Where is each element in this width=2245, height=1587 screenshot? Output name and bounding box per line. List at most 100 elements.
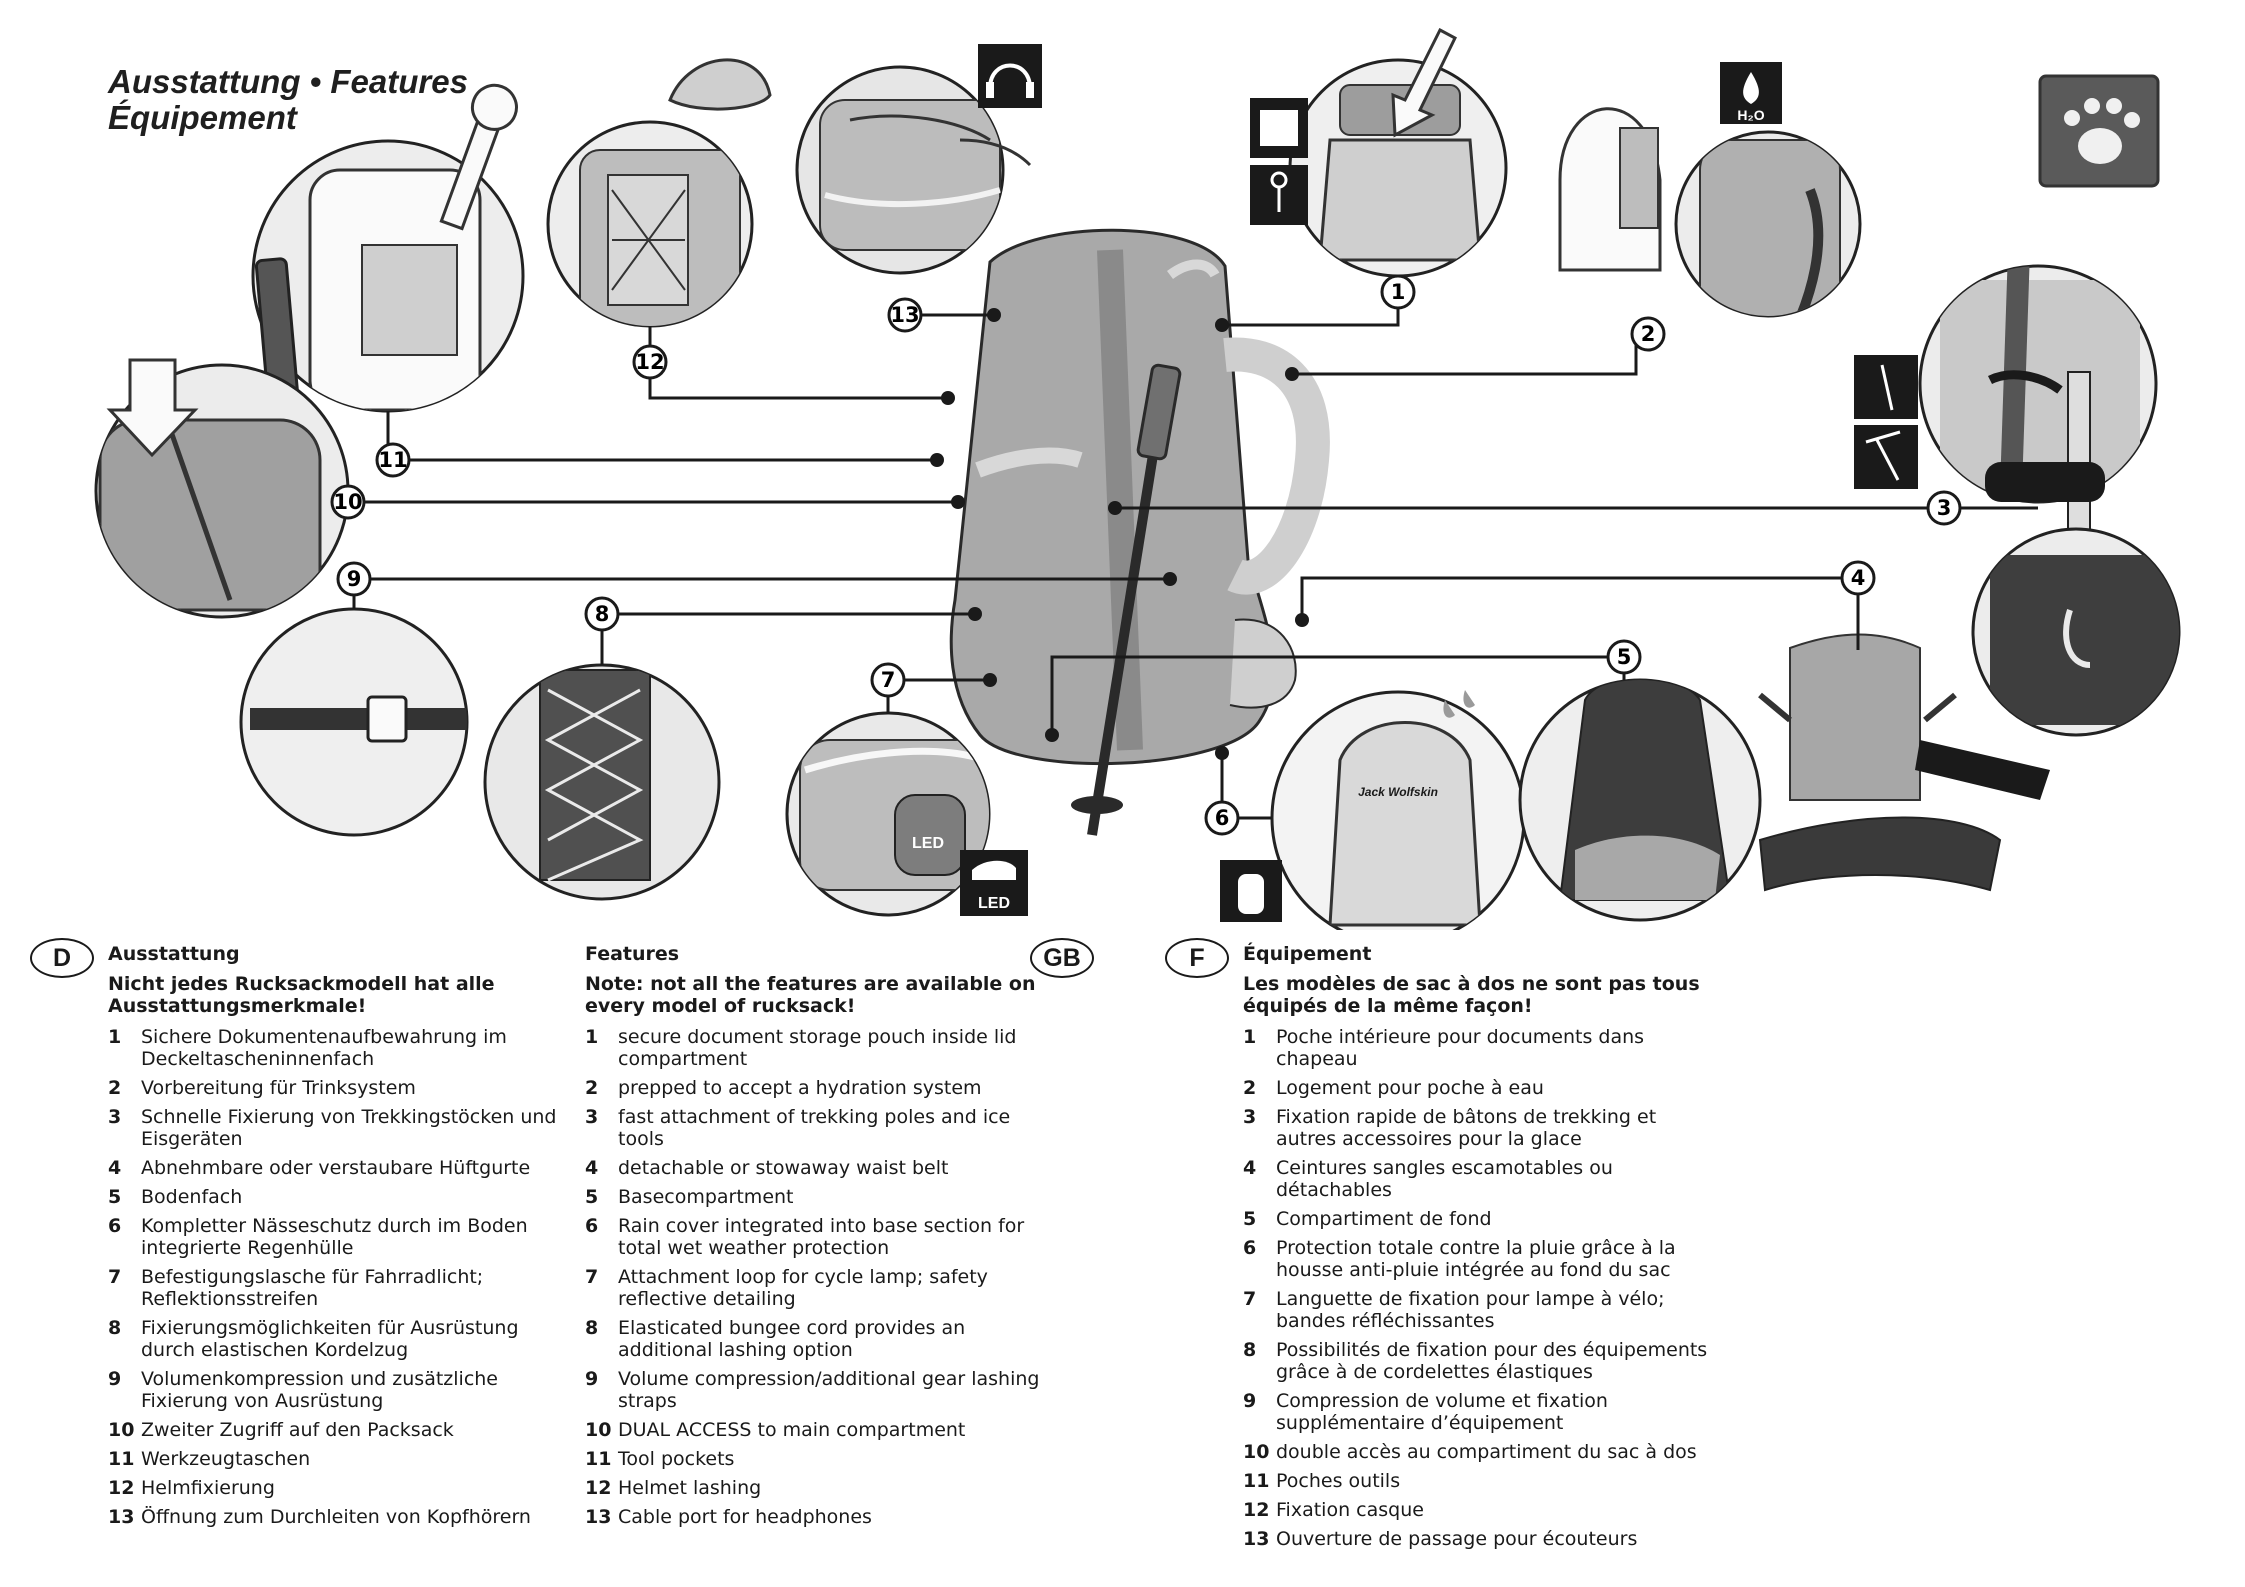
svg-text:6: 6 [1215, 806, 1230, 830]
backpack-feature-diagram: LED LED [94, 27, 2181, 930]
circle-detail-9 [239, 607, 469, 837]
raincover-icon [1220, 860, 1282, 922]
language-badge-fr: F [1165, 938, 1229, 978]
svg-text:H₂O: H₂O [1737, 107, 1764, 123]
legend-heading-fr: Équipement [1243, 943, 1372, 965]
language-badge-de: D [30, 938, 94, 978]
circle-detail-12 [546, 58, 772, 328]
circle-detail-7: LED [785, 711, 991, 917]
circle-detail-13 [795, 65, 1032, 275]
circle-detail-6: Jack Wolfskin [1270, 690, 1526, 930]
headphones-icon [978, 44, 1042, 108]
paw-logo-icon [2038, 74, 2160, 188]
legend-note-gb: Note: not all the features are available… [585, 973, 1036, 1017]
svg-text:5: 5 [1617, 645, 1632, 669]
svg-text:LED: LED [978, 895, 1010, 912]
callout-6: 6 [1204, 800, 1240, 836]
circle-detail-3 [1918, 264, 2158, 504]
callout-13: 13 [887, 297, 923, 333]
circle-detail-8 [483, 663, 721, 901]
wrench-icon [439, 83, 518, 231]
circle-detail-10 [94, 358, 350, 619]
legend-note-de: Nicht jedes Rucksackmodell hat alle Auss… [108, 973, 495, 1017]
svg-text:1: 1 [1391, 280, 1406, 304]
callout-2: 2 [1630, 316, 1666, 352]
svg-text:8: 8 [595, 602, 610, 626]
circle-detail-1 [1288, 27, 1508, 278]
callout-4: 4 [1840, 560, 1876, 596]
map-document-icon [1250, 98, 1308, 158]
callout-12: 12 [632, 344, 668, 380]
language-badge-gb: GB [1030, 938, 1094, 978]
svg-text:9: 9 [347, 567, 362, 591]
trekking-pole-small-icon [1854, 355, 1918, 419]
circle-detail-11 [251, 83, 525, 422]
svg-text:4: 4 [1851, 566, 1866, 590]
water-drop-icon: H₂O [1720, 62, 1782, 124]
legend-note-fr: Les modèles de sac à dos ne sont pas tou… [1243, 973, 1700, 1017]
ice-axe-icon [1854, 425, 1918, 489]
callout-3: 3 [1926, 490, 1962, 526]
svg-text:13: 13 [890, 303, 919, 327]
key-icon [1250, 165, 1308, 225]
callout-5: 5 [1606, 639, 1642, 675]
title-line-1: Ausstattung • Features [108, 63, 468, 100]
page-title: Ausstattung • Features Équipement [108, 64, 468, 136]
brand-badge-text: Jack Wolfskin [1358, 785, 1438, 799]
helmet-icon [668, 58, 772, 111]
svg-text:2: 2 [1641, 322, 1656, 346]
callout-1: 1 [1380, 274, 1416, 310]
callout-8: 8 [584, 596, 620, 632]
svg-text:11: 11 [378, 448, 407, 472]
trekking-pole-icon [1071, 363, 1182, 836]
svg-text:10: 10 [333, 490, 362, 514]
main-backpack [949, 228, 1330, 836]
title-line-2: Équipement [108, 99, 297, 136]
led-icon: LED [960, 850, 1028, 916]
svg-text:7: 7 [881, 668, 896, 692]
callout-7: 7 [870, 662, 906, 698]
circle-detail-5 [1518, 678, 1762, 922]
legend-heading-gb: Features [585, 943, 680, 965]
led-light-label: LED [912, 835, 944, 852]
callout-11: 11 [375, 442, 411, 478]
legend-heading-de: Ausstattung [108, 943, 240, 965]
